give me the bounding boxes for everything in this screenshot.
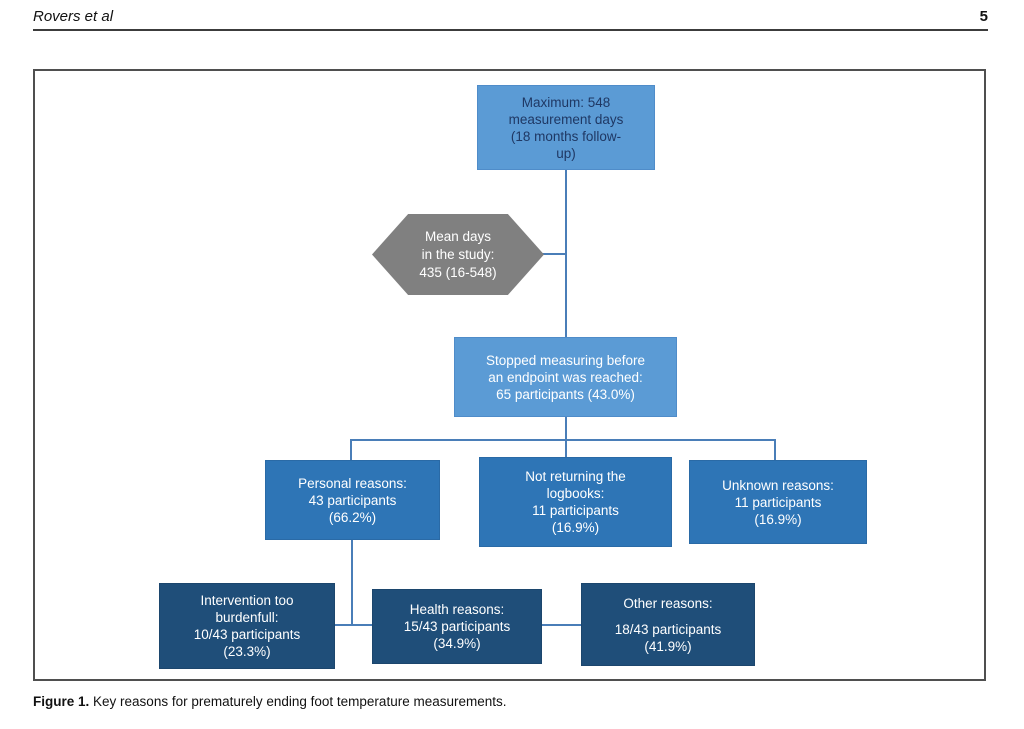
node-other-reasons: Other reasons: 18/43 participants(41.9%) bbox=[581, 583, 755, 666]
node-text-line: logbooks: bbox=[546, 486, 605, 501]
node-text-line: 15/43 participants bbox=[403, 619, 511, 634]
node-text-line: an endpoint was reached: bbox=[488, 369, 643, 385]
connector-branch-horizontal bbox=[350, 439, 776, 441]
node-text-line: Other reasons: bbox=[623, 595, 713, 611]
node-health-reasons: Health reasons: 15/43 participants (34.9%) bbox=[372, 589, 542, 664]
figure-caption: Figure 1. Key reasons for prematurely en… bbox=[33, 694, 988, 709]
node-intervention-burdenfull: Intervention too burdenfull: 10/43 partici… bbox=[159, 583, 335, 669]
page-header: Rovers et al 5 bbox=[33, 8, 988, 31]
figure-caption-text: Key reasons for prematurely ending foot … bbox=[93, 694, 507, 709]
node-text-line: (23.3%) bbox=[223, 644, 271, 659]
connector-drop-personal-branch bbox=[350, 439, 352, 460]
node-text-line: 18/43 participants bbox=[614, 621, 722, 637]
connector-health-other bbox=[542, 624, 582, 626]
node-text-line: Health reasons: bbox=[409, 602, 505, 617]
node-text-line: up) bbox=[556, 145, 576, 161]
node-text-line: Mean days bbox=[424, 228, 492, 244]
connector-stopped-stub bbox=[565, 417, 567, 440]
node-unknown-reasons: Unknown reasons:11 participants(16.9%) bbox=[689, 460, 867, 544]
node-text-line: 11 participants bbox=[532, 503, 619, 518]
node-text-line: (66.2%) bbox=[328, 509, 377, 525]
node-text-line: Intervention too bbox=[200, 593, 294, 608]
node-text-line: 43 participants bbox=[308, 492, 397, 508]
node-mean-days-hexagon: Mean days in the study: 435 (16-548) bbox=[372, 214, 544, 295]
node-text-line: (34.9%) bbox=[433, 636, 481, 651]
node-text-line: (16.9%) bbox=[754, 511, 802, 527]
node-text-line: (18 months follow- bbox=[510, 128, 622, 144]
connector-hexagon-stub bbox=[541, 253, 566, 255]
node-text-line: 65 participants (43.0%) bbox=[496, 386, 635, 402]
node-text-line: Stopped measuring before bbox=[485, 352, 646, 368]
running-title: Rovers et al bbox=[33, 8, 114, 25]
node-personal-reasons: Personal reasons:43 participants(66.2%) bbox=[265, 460, 440, 540]
node-not-returning-logbooks: Not returning the logbooks: 11 participant… bbox=[479, 457, 672, 547]
node-text-line: Personal reasons: bbox=[298, 475, 407, 491]
connector-drop-unknown-branch bbox=[774, 439, 776, 460]
page-number: 5 bbox=[979, 8, 988, 25]
node-text-line: Not returning the bbox=[525, 469, 626, 484]
node-text-line: 435 (16-548) bbox=[419, 264, 497, 280]
node-text-line: Unknown reasons: bbox=[722, 477, 834, 493]
node-text-line: burdenfull: bbox=[215, 610, 279, 625]
node-text-line: measurement days bbox=[508, 111, 624, 127]
node-text-line: (16.9%) bbox=[551, 520, 600, 535]
connector-personal-to-bottom bbox=[351, 540, 353, 626]
connector-top-to-stopped bbox=[565, 170, 567, 337]
node-text-line: in the study: bbox=[421, 246, 495, 262]
node-text-line: 11 participants bbox=[734, 494, 822, 510]
node-text-line: 10/43 participants bbox=[193, 627, 301, 642]
connector-intervention-health bbox=[335, 624, 373, 626]
figure-caption-label: Figure 1. bbox=[33, 694, 90, 709]
connector-drop-logbooks-branch bbox=[565, 439, 567, 457]
node-text-line: Maximum: 548 bbox=[521, 94, 611, 110]
node-text-line: (41.9%) bbox=[644, 638, 692, 654]
